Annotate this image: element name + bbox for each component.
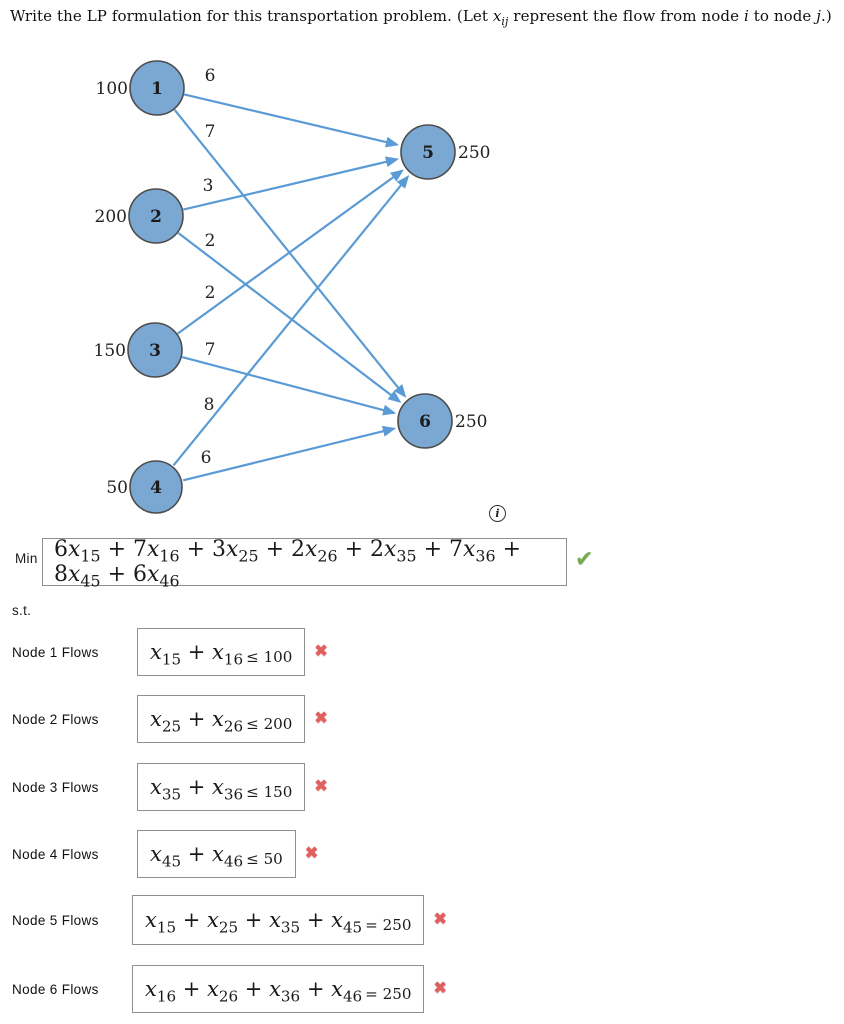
arc-arrow-3-6 — [181, 356, 397, 416]
constraint-label: Node 4 Flows — [12, 846, 99, 862]
incorrect-x-icon: ✖ — [314, 710, 328, 727]
constraint-label: Node 6 Flows — [12, 981, 99, 997]
constraint-relation: ≤ 100 — [246, 648, 293, 667]
supply-node-2 — [128, 188, 184, 244]
demand-labels: 250 250 — [455, 143, 490, 432]
constraint-row-node-2: Node 2 Flows x25 + x26≤ 200 ✖ — [12, 695, 328, 743]
arc-cost-label-1-5: 6 — [205, 66, 216, 86]
arc-arrow-1-5 — [183, 93, 400, 148]
arc-cost-label-2-5: 3 — [203, 176, 214, 196]
constraint-relation: ≤ 50 — [246, 850, 283, 869]
arc-arrow-2-5 — [183, 156, 400, 211]
incorrect-x-icon: ✖ — [314, 643, 328, 660]
arc-cost-label-1-6: 7 — [205, 122, 216, 142]
constraint-answer-box-node-5[interactable]: x15 + x25 + x35 + x45= 250 — [132, 895, 425, 945]
constraint-terms: x45 + x46 — [150, 842, 244, 871]
constraint-terms: x15 + x25 + x35 + x45 — [145, 908, 363, 937]
constraint-answer-box-node-6[interactable]: x16 + x26 + x36 + x46= 250 — [132, 965, 425, 1013]
objective-answer-box[interactable]: 6x15 + 7x16 + 3x25 + 2x26 + 2x35 + 7x36 … — [42, 537, 567, 591]
constraint-row-node-1: Node 1 Flows x15 + x16≤ 100 ✖ — [12, 628, 328, 676]
arc-arrow-2-6 — [177, 232, 402, 403]
constraint-label: Node 5 Flows — [12, 912, 99, 928]
node-label-4: 4 — [150, 478, 162, 498]
constraint-answer-box-node-4[interactable]: x45 + x46≤ 50 — [137, 830, 296, 878]
subject-to-label: s.t. — [12, 603, 32, 618]
info-icon[interactable]: i — [489, 505, 506, 522]
constraint-terms: x16 + x26 + x36 + x46 — [145, 977, 363, 1006]
demand-node-5 — [400, 124, 456, 180]
constraint-label: Node 2 Flows — [12, 711, 99, 727]
constraint-relation: ≤ 200 — [246, 715, 293, 734]
arc-cost-labels: 6 7 3 2 2 7 8 6 — [201, 66, 216, 468]
demand-node-6 — [397, 393, 453, 449]
demand-label-node-5: 250 — [458, 143, 490, 163]
node-label-2: 2 — [150, 207, 162, 227]
arc-cost-label-4-5: 8 — [204, 395, 215, 415]
constraint-label: Node 3 Flows — [12, 779, 99, 795]
arc-cost-label-3-5: 2 — [205, 283, 216, 303]
node-label-1: 1 — [151, 79, 163, 99]
arc-cost-label-4-6: 6 — [201, 448, 212, 468]
node-label-6: 6 — [419, 412, 431, 432]
arc-arrow-4-6 — [182, 425, 397, 482]
demand-label-node-6: 250 — [455, 412, 487, 432]
constraint-row-node-4: Node 4 Flows x45 + x46≤ 50 ✖ — [12, 830, 318, 878]
constraint-terms: x15 + x16 — [150, 640, 244, 669]
constraint-relation: ≤ 150 — [246, 783, 293, 802]
constraint-row-node-6: Node 6 Flows x16 + x26 + x36 + x46= 250 … — [12, 965, 447, 1013]
node-circles — [127, 60, 456, 514]
constraint-relation: = 250 — [365, 916, 412, 935]
constraint-answer-box-node-2[interactable]: x25 + x26≤ 200 — [137, 695, 306, 743]
arc-cost-label-2-6: 2 — [205, 231, 216, 251]
incorrect-x-icon: ✖ — [304, 845, 319, 862]
constraint-answer-box-node-1[interactable]: x15 + x16≤ 100 — [137, 628, 306, 676]
node-label-5: 5 — [422, 143, 434, 163]
correct-check-icon: ✔ — [575, 546, 594, 571]
supply-label-node-2: 200 — [95, 207, 127, 227]
constraint-answer-box-node-3[interactable]: x35 + x36≤ 150 — [137, 763, 306, 811]
arc-cost-label-3-6: 7 — [205, 340, 216, 360]
supply-node-3 — [127, 322, 183, 378]
constraint-row-node-3: Node 3 Flows x35 + x36≤ 150 ✖ — [12, 763, 328, 811]
constraint-terms: x35 + x36 — [150, 775, 244, 804]
min-label: Min — [15, 551, 38, 566]
supply-label-node-1: 100 — [96, 79, 128, 99]
supply-label-node-4: 50 — [106, 478, 128, 498]
arc-group — [172, 93, 410, 482]
supply-node-1 — [129, 60, 185, 116]
node-label-3: 3 — [149, 341, 161, 361]
constraint-row-node-5: Node 5 Flows x15 + x25 + x35 + x45= 250 … — [12, 895, 447, 945]
incorrect-x-icon: ✖ — [314, 778, 328, 795]
arc-arrow-4-5 — [172, 175, 410, 466]
node-number-labels: 1 2 3 4 5 6 — [149, 79, 434, 498]
arc-arrow-3-5 — [177, 169, 404, 335]
constraint-label: Node 1 Flows — [12, 644, 99, 660]
supply-node-4 — [129, 460, 183, 514]
incorrect-x-icon: ✖ — [433, 911, 447, 928]
constraint-relation: = 250 — [365, 985, 412, 1004]
objective-expression: 6x15 + 7x16 + 3x25 + 2x26 + 2x35 + 7x36 … — [54, 537, 522, 591]
transportation-network-diagram: 6 7 3 2 2 7 8 6 1 2 3 4 5 6 — [94, 60, 490, 514]
constraint-terms: x25 + x26 — [150, 707, 244, 736]
supply-label-node-3: 150 — [94, 341, 126, 361]
incorrect-x-icon: ✖ — [433, 980, 447, 997]
supply-labels: 100 200 150 50 — [94, 79, 128, 498]
question-title: Write the LP formulation for this transp… — [10, 7, 832, 28]
